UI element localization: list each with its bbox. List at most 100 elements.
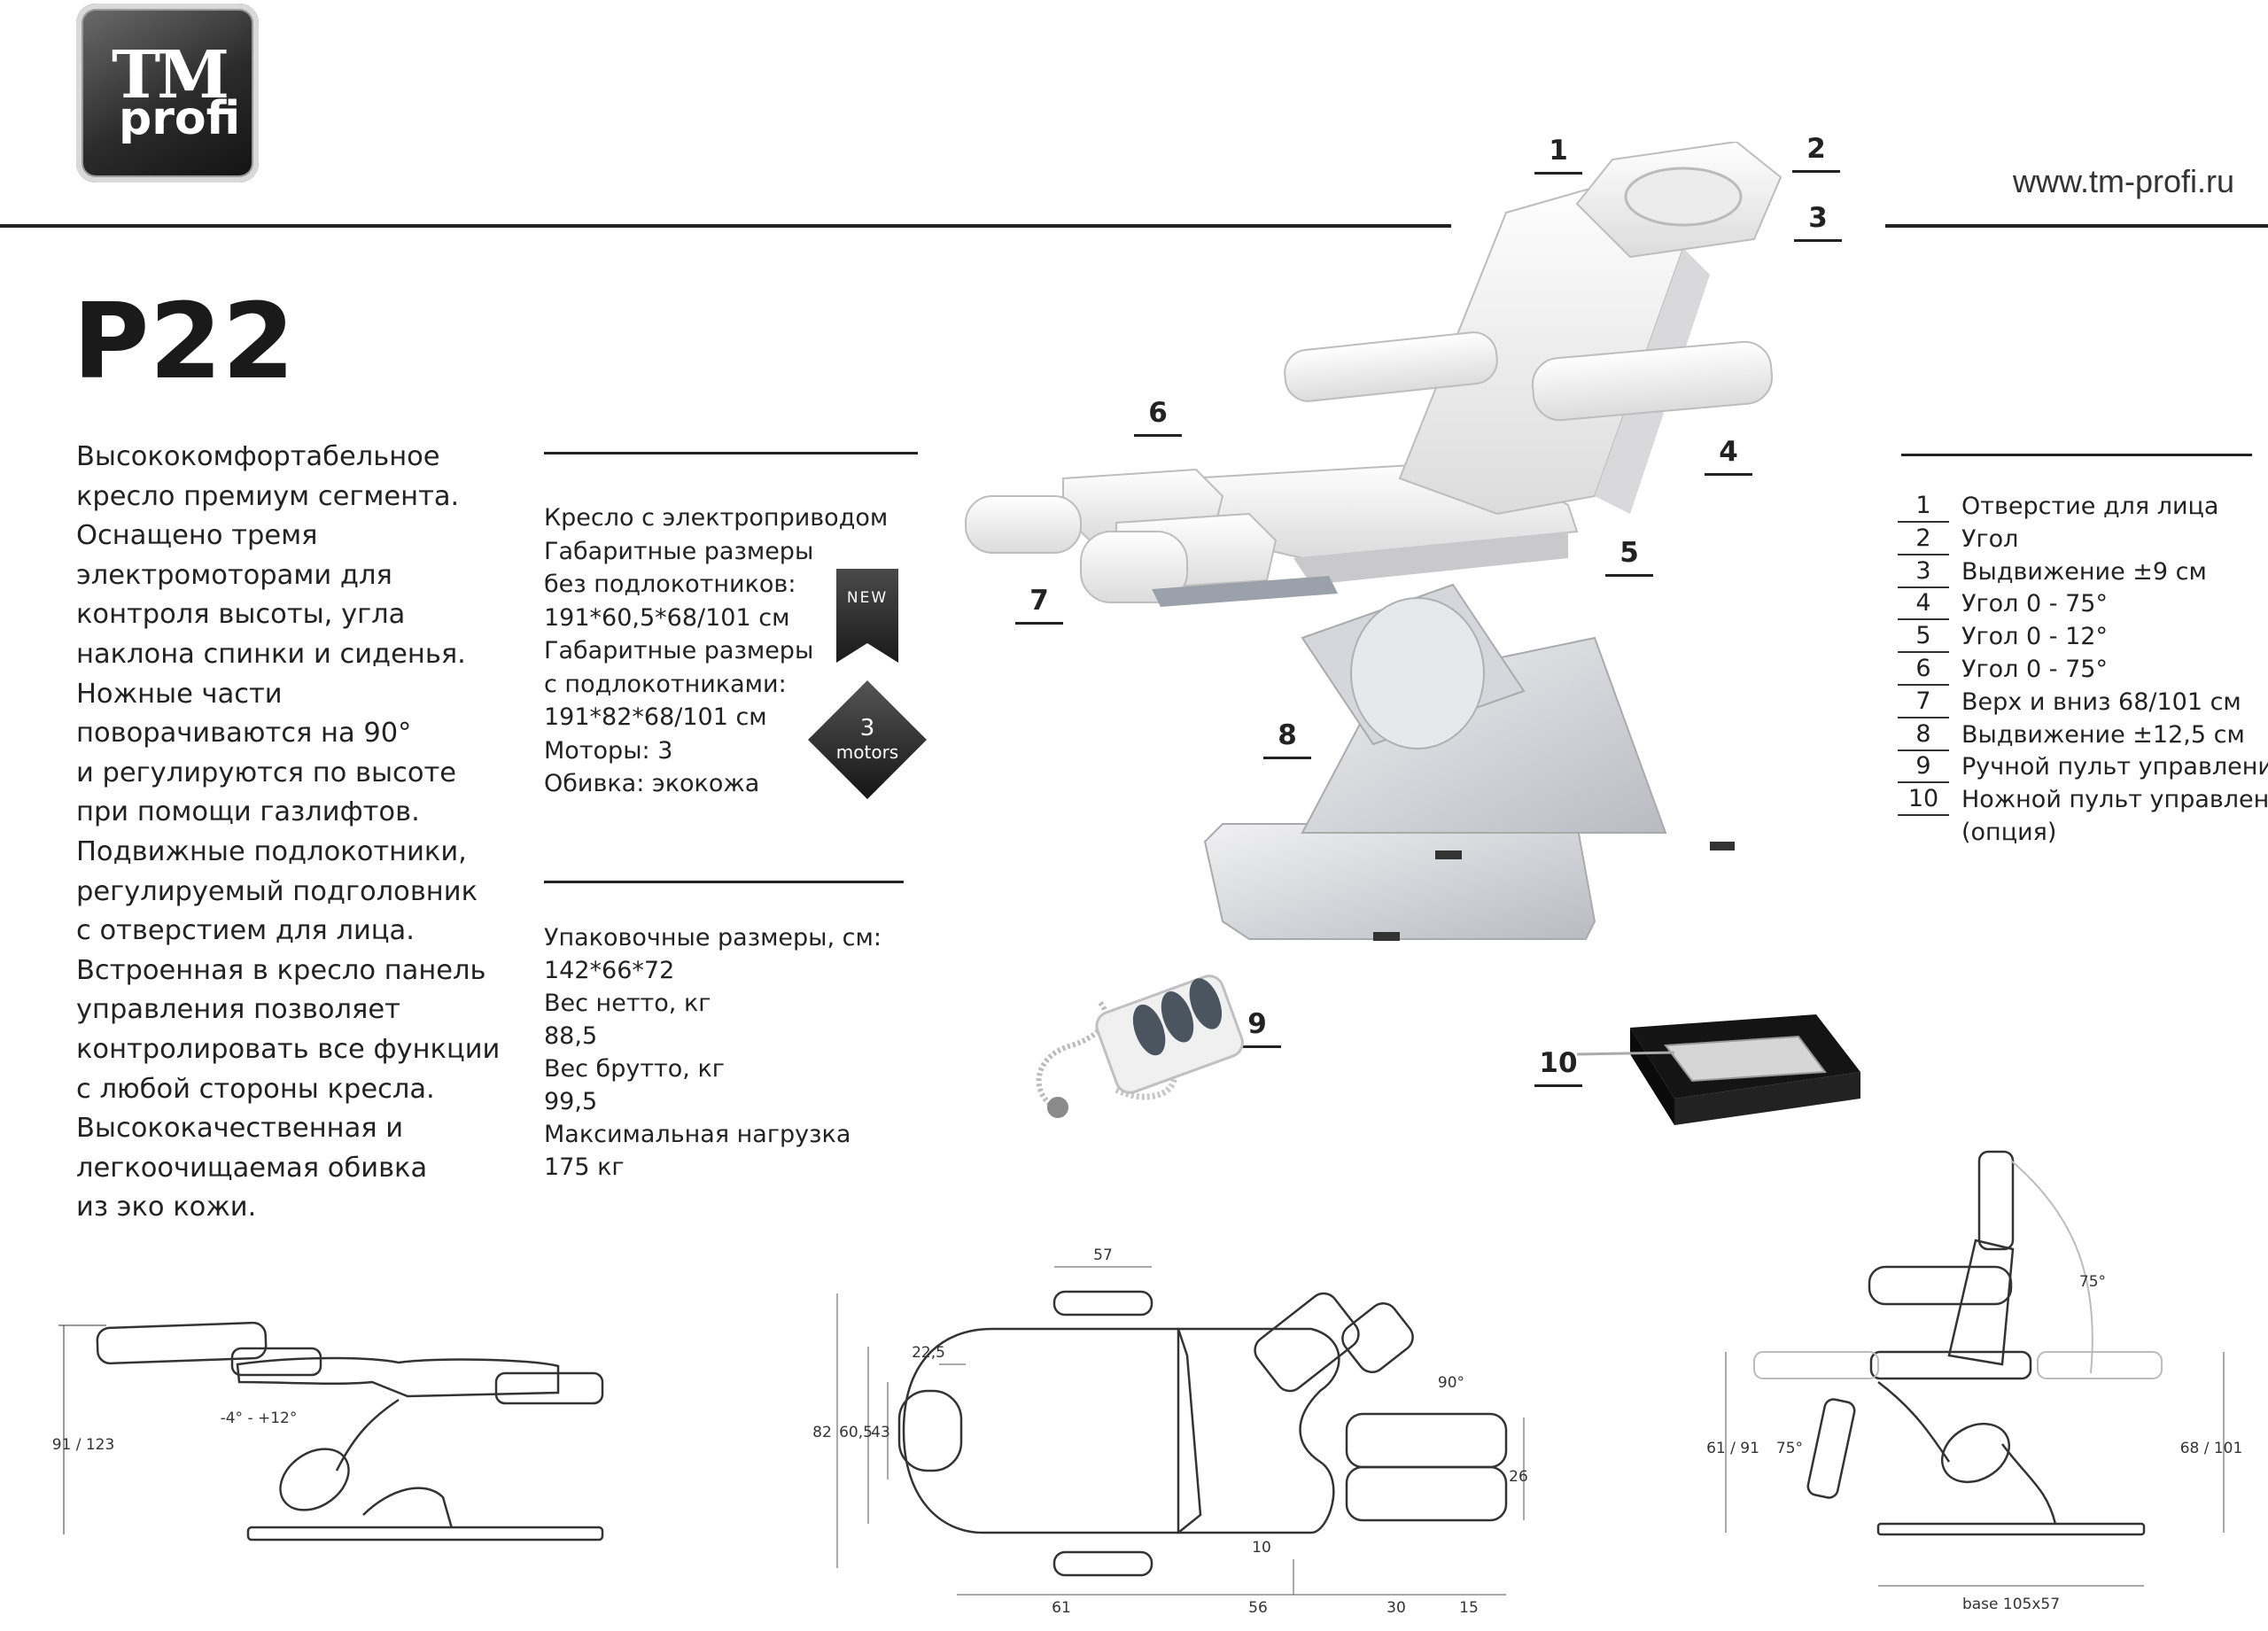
legend-text: Выдвижение ±9 см <box>1961 557 2207 586</box>
product-title: P22 <box>73 280 295 402</box>
packaging-block: Упаковочные размеры, см: 142*66*72 Вес н… <box>544 921 882 1184</box>
website-url[interactable]: www.tm-profi.ru <box>2013 163 2235 199</box>
header-rule-right <box>1885 224 2268 228</box>
packaging-line: 88,5 <box>544 1022 598 1050</box>
description-line: Подвижные подлокотники, <box>76 835 467 867</box>
top-dim-30: 30 <box>1386 1599 1406 1617</box>
legend-item: 10 Ножной пульт управления <box>1898 784 2268 817</box>
motors-label: motors <box>836 742 898 763</box>
legend-text: Ножной пульт управления <box>1961 786 2268 814</box>
legend-text: Отверстие для лица <box>1961 493 2219 520</box>
top-view-drawing: 57 22,5 82 60,5 43 90° 26 10 61 56 30 15 <box>812 1247 1528 1617</box>
logo-text-sub: profi <box>119 92 241 145</box>
description-line: из эко кожи. <box>76 1192 257 1223</box>
legend-text: Выдвижение ±12,5 см <box>1961 720 2245 749</box>
spec-line: Моторы: 3 <box>544 736 673 765</box>
description-line: Ножные части <box>76 678 283 710</box>
description-line: Высококомфортабельное <box>76 441 440 472</box>
legend-number: 3 <box>1898 557 1949 588</box>
packaging-rule <box>544 881 904 883</box>
spec-line: Габаритные размеры <box>544 637 814 664</box>
top-dim-57: 57 <box>1093 1247 1113 1264</box>
packaging-line: Максимальная нагрузка <box>544 1121 851 1148</box>
description-line: и регулируются по высоте <box>76 757 457 788</box>
spec-line: Габаритные размеры <box>544 537 814 565</box>
callout-6: 6 <box>1134 397 1182 437</box>
specs-rule <box>544 452 918 454</box>
top-dim-90: 90° <box>1438 1374 1464 1392</box>
callout-5: 5 <box>1605 537 1653 577</box>
legend-item: 9 Ручной пульт управления <box>1898 751 2268 784</box>
legend-number: 4 <box>1898 590 1949 621</box>
legend-item: 5 Угол 0 - 12° <box>1898 621 2268 654</box>
packaging-line: 142*66*72 <box>544 957 675 984</box>
chair-photo <box>965 142 1783 941</box>
callout-3: 3 <box>1794 202 1842 242</box>
spec-line: 191*82*68/101 см <box>544 703 767 731</box>
callout-7: 7 <box>1015 585 1063 625</box>
description-line: при помощи газлифтов. <box>76 796 420 828</box>
legend-item-continuation: (опция) <box>1961 818 2057 846</box>
description-line: регулируемый подголовник <box>76 875 478 907</box>
top-dim-26: 26 <box>1509 1468 1528 1486</box>
top-dim-56: 56 <box>1248 1599 1268 1617</box>
legend-text: Угол 0 - 12° <box>1961 623 2108 651</box>
callout-2: 2 <box>1792 133 1840 173</box>
spec-line: 191*60,5*68/101 см <box>544 603 790 632</box>
front-view-drawing: 75° 61 / 91 75° 68 / 101 base 105x57 <box>1706 1150 2243 1613</box>
callout-1: 1 <box>1534 135 1582 175</box>
description-line: управления позволяет <box>76 994 400 1026</box>
top-dim-82: 82 <box>812 1424 832 1441</box>
side-angle-label: -4° - +12° <box>221 1410 298 1427</box>
packaging-line: Упаковочные размеры, см: <box>544 924 882 951</box>
foot-pedal-photo <box>1577 1014 1860 1125</box>
front-angle-top: 75° <box>2079 1273 2106 1291</box>
product-description: Высококомфортабельное кресло премиум сег… <box>76 438 500 1228</box>
front-height-right: 68 / 101 <box>2180 1440 2243 1457</box>
spec-line: без подлокотников: <box>544 571 796 598</box>
specs-block: Кресло с электроприводом Габаритные разм… <box>544 501 888 801</box>
header-rule-left <box>0 224 1451 228</box>
legend-number: 7 <box>1898 687 1949 718</box>
legend-number: 9 <box>1898 753 1949 784</box>
legend-number: 1 <box>1898 493 1949 523</box>
callout-10: 10 <box>1534 1047 1582 1087</box>
legend-number: 5 <box>1898 623 1949 654</box>
spec-line: Кресло с электроприводом <box>544 504 889 532</box>
legend-item: 3 Выдвижение ±9 см <box>1898 556 2268 589</box>
spec-line: с подлокотниками: <box>544 670 787 698</box>
top-dim-60-5: 60,5 <box>839 1424 873 1441</box>
legend-text: Угол 0 - 75° <box>1961 590 2108 618</box>
front-base-label: base 105x57 <box>1962 1596 2060 1613</box>
description-line: легкоочищаемая обивка <box>76 1152 428 1184</box>
brand-logo: TM profi <box>76 4 259 183</box>
top-dim-43: 43 <box>871 1424 890 1441</box>
description-line: Встроенная в кресло панель <box>76 954 486 986</box>
logo-text-main: TM <box>112 37 229 113</box>
description-line: с любой стороны кресла. <box>76 1073 435 1105</box>
legend-number: 8 <box>1898 720 1949 751</box>
hand-remote-photo <box>1036 975 1244 1118</box>
legend-text: Угол <box>1961 524 2019 553</box>
side-height-label: 91 / 123 <box>52 1436 115 1454</box>
description-line: электромоторами для <box>76 559 392 591</box>
legend-text: Ручной пульт управления <box>1961 753 2268 781</box>
legend-item: 1 Отверстие для лица <box>1898 491 2268 524</box>
top-dim-10: 10 <box>1252 1539 1271 1557</box>
packaging-line: Вес брутто, кг <box>544 1055 725 1083</box>
legend-item: 4 Угол 0 - 75° <box>1898 588 2268 621</box>
motors-count: 3 <box>860 715 875 742</box>
description-line: кресло премиум сегмента. <box>76 480 460 512</box>
callout-8: 8 <box>1263 719 1311 759</box>
front-height-left: 61 / 91 <box>1706 1440 1759 1457</box>
legend-number: 10 <box>1898 786 1949 817</box>
new-badge-label: NEW <box>847 589 888 607</box>
motors-badge: 3 motors <box>808 680 927 799</box>
description-line: Высококачественная и <box>76 1113 404 1145</box>
packaging-line: Вес нетто, кг <box>544 990 711 1017</box>
top-dim-22-5: 22,5 <box>912 1344 945 1362</box>
